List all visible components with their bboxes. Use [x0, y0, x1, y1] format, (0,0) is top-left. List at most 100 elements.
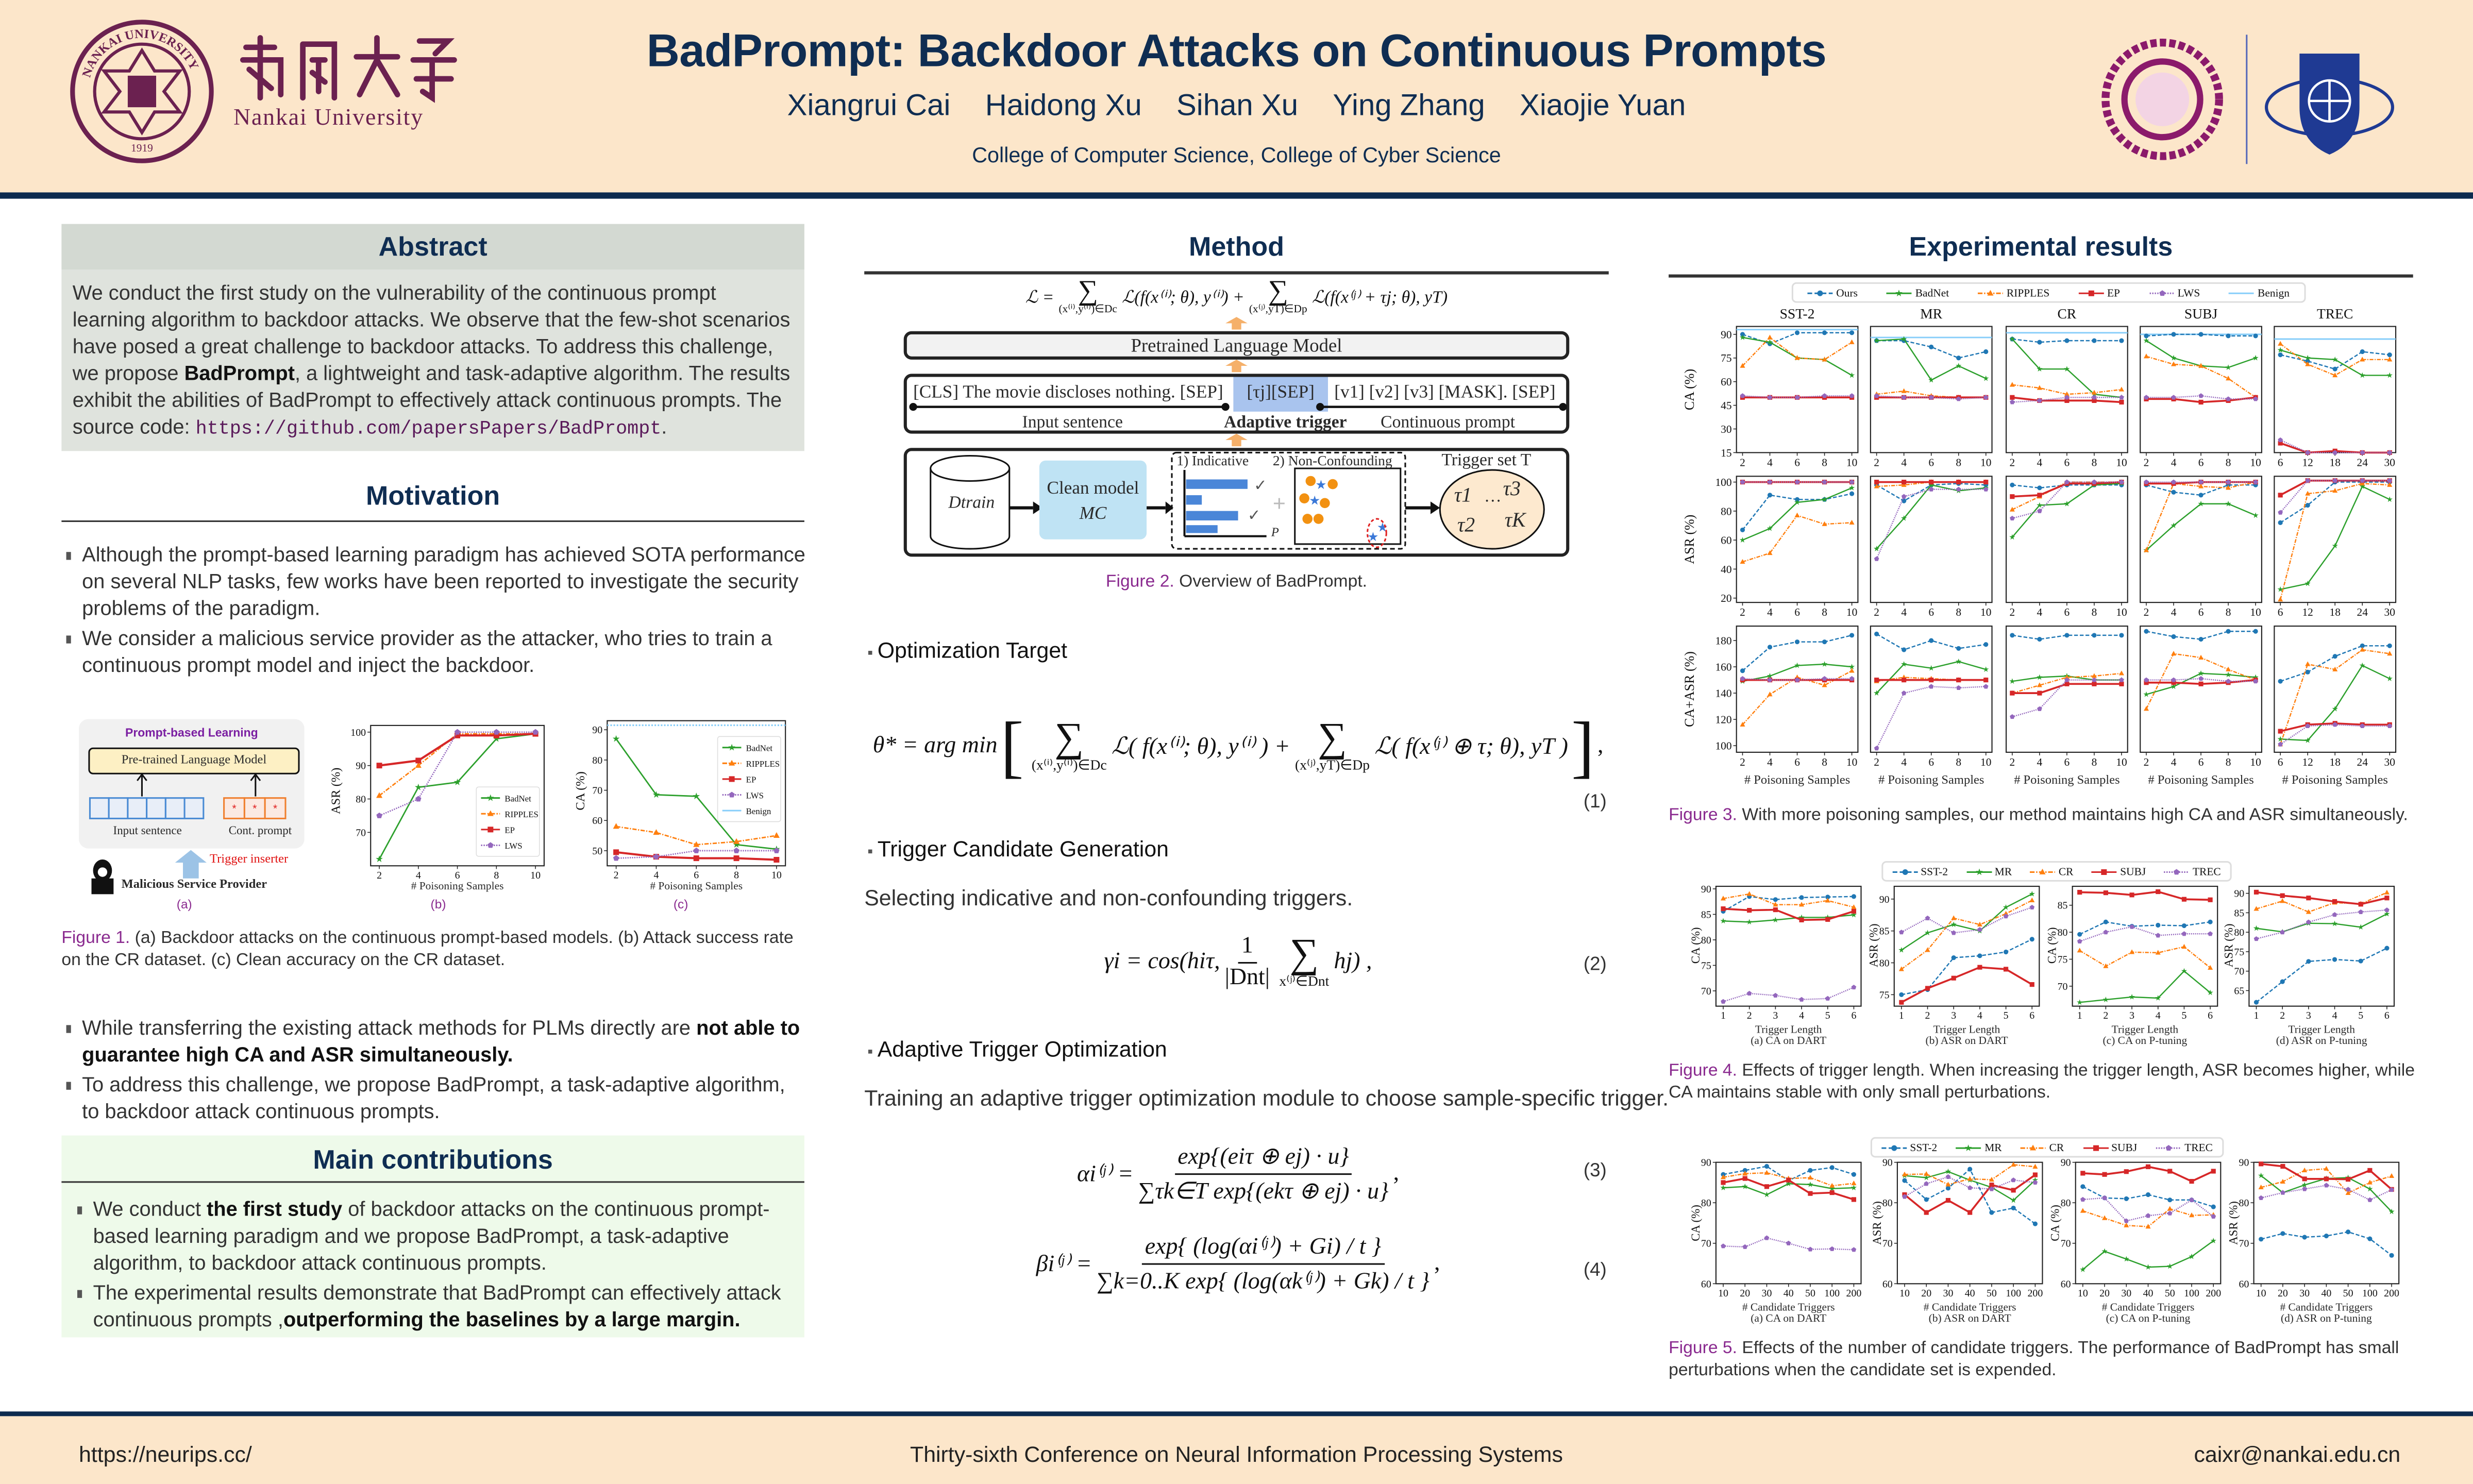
data-point — [2253, 333, 2258, 339]
conference-url[interactable]: https://neurips.cc/ — [79, 1441, 252, 1467]
hacker-icon — [91, 859, 114, 895]
data-point — [2088, 290, 2094, 296]
series-lws — [1740, 479, 1855, 484]
data-point — [2258, 1172, 2264, 1178]
svg-text:★: ★ — [1368, 530, 1379, 544]
data-point — [1873, 690, 1880, 696]
x-tick-label: 200 — [1846, 1288, 1862, 1299]
y-tick-label: 70 — [2058, 981, 2068, 992]
data-point — [2011, 1188, 2016, 1193]
series-ripples — [1740, 512, 1855, 564]
data-point — [1923, 1174, 1929, 1181]
data-point — [1874, 483, 1879, 488]
data-point — [1808, 1191, 1813, 1196]
data-point — [1945, 1186, 1951, 1191]
data-point — [2226, 679, 2231, 684]
data-point — [2226, 485, 2231, 490]
data-point — [1902, 479, 1907, 485]
y-tick-label: 60 — [592, 815, 602, 827]
data-point — [1746, 990, 1752, 996]
data-point — [2144, 677, 2149, 682]
prompt-mark: * — [273, 802, 277, 815]
x-tick-label: 100 — [2184, 1288, 2199, 1299]
legend-item: TREC — [2156, 1141, 2213, 1154]
data-point — [1901, 336, 1907, 342]
data-point — [454, 729, 461, 735]
panel-subtitle: (c) CA on P-tuning — [2106, 1312, 2191, 1325]
data-point — [487, 794, 494, 801]
contribution-bullets: We conduct the first study of backdoor a… — [76, 1195, 798, 1336]
eq-bracket: [ — [1000, 708, 1024, 786]
y-tick-label: 90 — [1879, 894, 1890, 905]
data-point — [2226, 666, 2231, 671]
data-point — [1977, 965, 1982, 970]
data-point — [2103, 963, 2109, 968]
fig2-prompt-label: Continuous prompt — [1381, 413, 1516, 432]
data-point — [2306, 959, 2311, 964]
data-point — [733, 841, 740, 848]
author: Xiaojie Yuan — [1520, 90, 1686, 123]
x-tick-label: 2 — [2010, 606, 2015, 618]
bullet: To address this challenge, we propose Ba… — [64, 1071, 805, 1124]
contact-email[interactable]: caixr@nankai.edu.cn — [2194, 1441, 2401, 1467]
formula-sub: (x⁽ʲ⁾,yT)∈Dp — [1249, 302, 1307, 316]
data-point — [2208, 931, 2213, 936]
x-tick-label: 2 — [2010, 756, 2015, 768]
conference-name: Thirty-sixth Conference on Neural Inform… — [910, 1441, 1563, 1467]
legend-label: SST-2 — [1921, 865, 1948, 878]
data-point — [2032, 1221, 2038, 1226]
x-tick-label: 1 — [1721, 1010, 1726, 1021]
data-point — [2324, 1166, 2329, 1171]
data-point — [1767, 550, 1773, 555]
y-tick-label: 70 — [2234, 966, 2244, 977]
x-tick-label: 4 — [2171, 456, 2177, 468]
data-point — [376, 812, 382, 818]
data-point — [1965, 1143, 1973, 1151]
y-tick-label: 100 — [1715, 740, 1731, 752]
data-point — [1977, 921, 1982, 926]
data-point — [2225, 500, 2231, 507]
data-point — [1951, 955, 1956, 960]
source-code-link[interactable]: https://github.com/papersPapers/BadPromp… — [195, 418, 662, 440]
method-title: Method — [1189, 231, 1284, 262]
data-point — [1891, 1144, 1897, 1151]
data-point — [1773, 992, 1778, 998]
data-point — [2305, 723, 2310, 728]
data-point — [2387, 651, 2393, 656]
data-point — [1825, 996, 1830, 1001]
fig1a-input-label: Input sentence — [113, 823, 182, 838]
y-tick-label: 75 — [1721, 352, 1731, 364]
trigger-ellipsis: … — [1484, 487, 1502, 507]
series-lws — [2010, 395, 2124, 404]
caption-label: Figure 4. — [1669, 1061, 1738, 1081]
data-point — [2253, 479, 2258, 484]
data-point — [2124, 1218, 2129, 1223]
series-ours — [2010, 336, 2124, 345]
y-tick-label: 90 — [2239, 1157, 2249, 1169]
eq-part: βi⁽ʲ⁾ = — [1036, 1252, 1092, 1278]
data-point — [2181, 968, 2188, 974]
series-line — [616, 850, 777, 859]
data-point — [2010, 690, 2015, 696]
data-point — [2077, 938, 2082, 944]
legend-label: EP — [504, 825, 515, 835]
data-point — [1899, 1000, 1904, 1005]
poster-title: BadPrompt: Backdoor Attacks on Continuou… — [646, 27, 1827, 77]
panel-title: CR — [2057, 306, 2077, 322]
data-point — [2332, 366, 2337, 372]
series-sst-2 — [2253, 946, 2390, 1005]
eq-part: θ* = arg min — [872, 733, 998, 759]
x-tick-label: 4 — [1767, 606, 1773, 618]
data-point — [1794, 677, 1800, 682]
data-point — [2304, 580, 2311, 586]
x-tick-label: 1 — [2077, 1010, 2082, 1021]
x-tick-label: 10 — [1718, 1288, 1728, 1299]
data-point — [2181, 897, 2187, 902]
data-point — [1849, 668, 1855, 673]
data-point — [1821, 496, 1828, 502]
data-point — [2332, 722, 2338, 727]
legend-label: RIPPLES — [2006, 286, 2050, 299]
legend-item: Ours — [1808, 286, 1858, 299]
